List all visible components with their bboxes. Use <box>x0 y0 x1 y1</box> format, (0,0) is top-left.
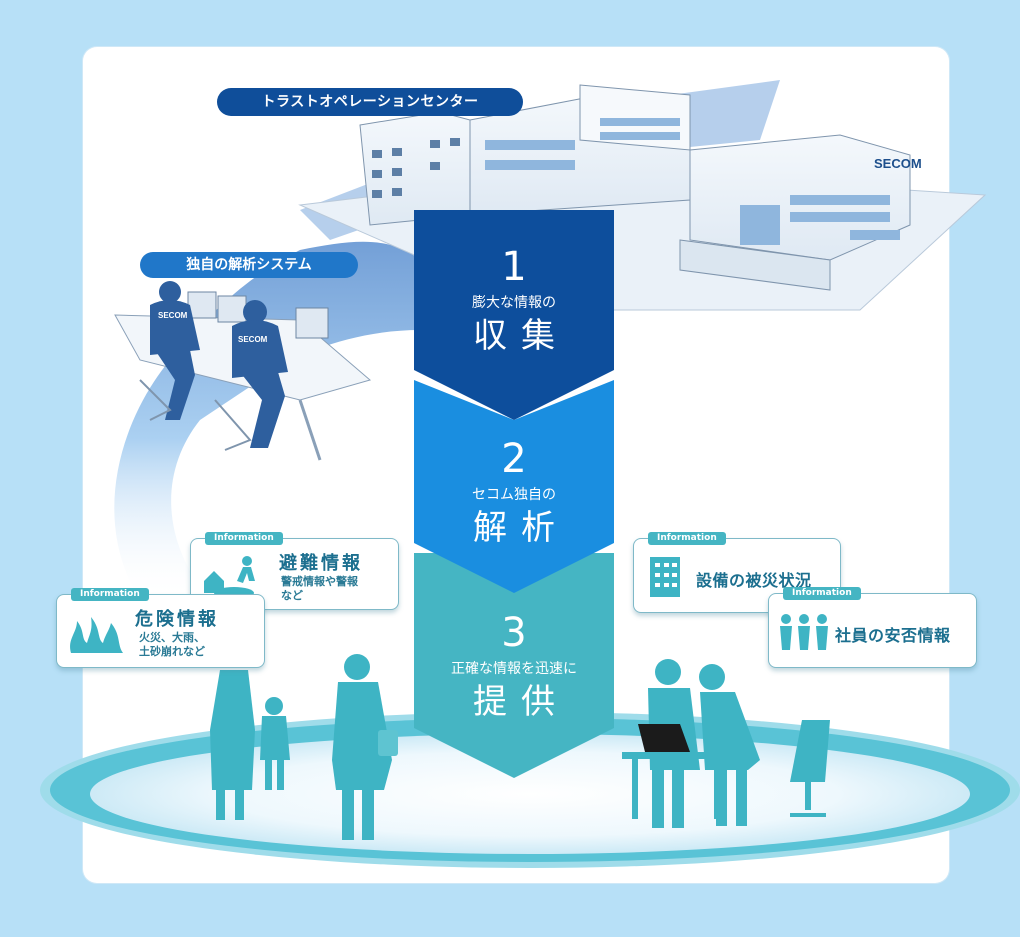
building-icon <box>650 557 680 597</box>
step-2-number: 2 <box>501 436 527 482</box>
evacuation-icon <box>204 556 255 599</box>
chevron-step-2 <box>414 380 614 593</box>
people-group-left <box>210 646 398 840</box>
step-2: 2 セコム独自の 解析 <box>414 438 614 548</box>
analysis-system-label: 独自の解析システム <box>140 252 358 278</box>
information-tag: Information <box>71 588 149 601</box>
chevron-step-3 <box>414 553 614 778</box>
information-tag: Information <box>205 532 283 545</box>
facility-damage-card: Information 設備の被災状況 <box>633 532 841 613</box>
information-tag: Information <box>783 587 861 600</box>
people-icon <box>780 614 828 650</box>
information-tag: Information <box>648 532 726 545</box>
flow-swoosh <box>114 241 420 600</box>
fire-icon <box>70 617 123 653</box>
employee-safety-title: 社員の安否情報 <box>835 626 951 645</box>
uniform-logo: SECOM <box>158 311 188 320</box>
danger-description-line1: 火災、大雨、 <box>139 631 205 644</box>
danger-info-card: Information 危険情報 火災、大雨、 土砂崩れなど <box>56 588 265 668</box>
step-1-number: 1 <box>501 244 527 290</box>
process-chevrons <box>414 210 614 778</box>
evacuation-title: 避難情報 <box>279 553 363 574</box>
analysis-operators: SECOM SECOM <box>114 281 372 461</box>
evacuation-description-line2: など <box>281 589 303 602</box>
step-1-subtitle: 膨大な情報の <box>472 295 556 311</box>
chevron-step-1 <box>414 210 614 420</box>
floor-platform <box>40 712 1020 868</box>
step-1: 1 膨大な情報の 収集 <box>414 246 614 356</box>
uniform-logo: SECOM <box>238 335 268 344</box>
facility-damage-title: 設備の被災状況 <box>696 571 812 590</box>
step-2-subtitle: セコム独自の <box>472 487 556 503</box>
step-3: 3 正確な情報を迅速に 提供 <box>414 612 614 722</box>
danger-title: 危険情報 <box>135 609 219 630</box>
employee-safety-card: Information 社員の安否情報 <box>768 587 977 668</box>
headquarters-building <box>298 84 987 311</box>
step-2-title: 解析 <box>473 508 569 548</box>
evacuation-description-line1: 警戒情報や警報 <box>281 575 358 588</box>
operation-center-label: トラストオペレーションセンター <box>217 88 523 116</box>
step-3-subtitle: 正確な情報を迅速に <box>451 661 577 677</box>
building-logo: SECOM <box>874 156 922 171</box>
people-group-right <box>622 659 830 828</box>
danger-description-line2: 土砂崩れなど <box>139 645 205 658</box>
step-3-number: 3 <box>501 610 527 656</box>
step-1-title: 収集 <box>473 316 569 356</box>
step-3-title: 提供 <box>473 682 569 722</box>
